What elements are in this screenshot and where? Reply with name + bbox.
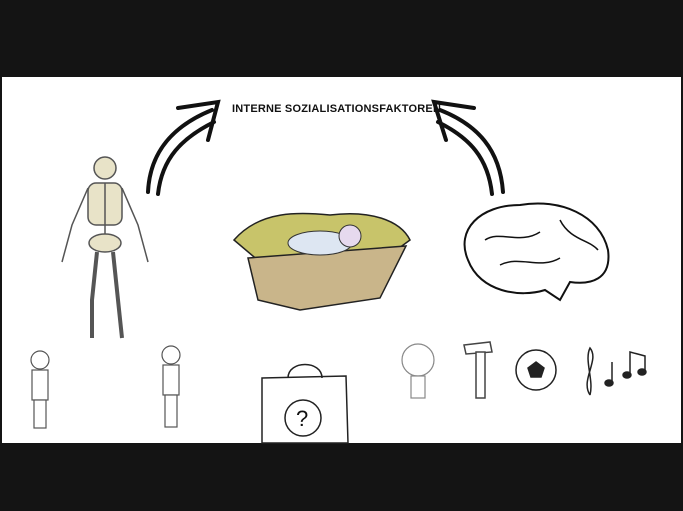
soccer-ball-icon — [515, 349, 557, 391]
brain-icon — [463, 202, 610, 302]
svg-text:?: ? — [296, 406, 308, 431]
page-title: INTERNE SOZIALISATIONSFAKTOREN — [232, 103, 442, 115]
baby-in-crate-icon — [232, 212, 411, 311]
woman-icon — [161, 345, 181, 428]
lightbulb-icon — [401, 343, 435, 399]
arrow-right-icon — [431, 99, 505, 196]
hammer-icon — [463, 341, 493, 399]
question-bag-icon: ? — [261, 363, 349, 444]
arrow-left-icon — [146, 99, 221, 196]
music-notes-icon — [586, 346, 647, 396]
boy-icon — [30, 350, 50, 429]
skeleton-icon — [61, 156, 149, 339]
